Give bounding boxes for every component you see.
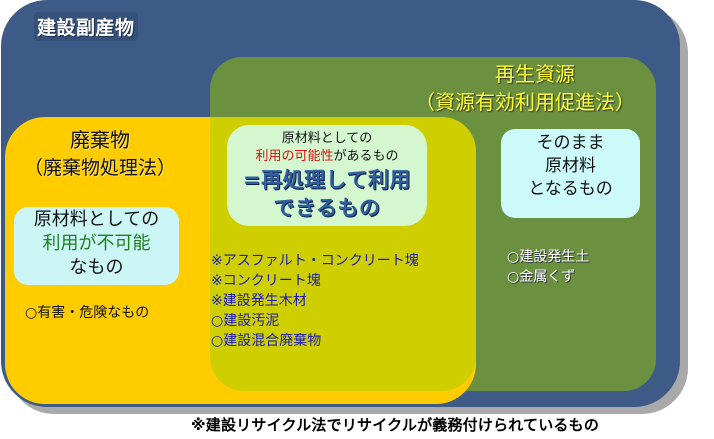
overlap-item-list: ※アスファルト・コンクリート塊 ※コンクリート塊 ※建設発生木材 ○建設汚泥 ○… [211, 251, 419, 351]
waste-label: 廃棄物 [70, 128, 130, 152]
unusable-line1: 原材料としての [33, 209, 160, 230]
list-item: ※コンクリート塊 [211, 273, 321, 289]
raw-line3: となるもの [528, 179, 613, 199]
footnote: ※建設リサイクル法でリサイクルが義務付けられているもの [191, 416, 600, 434]
direct-raw-material-box: そのまま 原材料 となるもの [501, 129, 640, 218]
reprocessable-big-line2: できるもの [273, 196, 381, 220]
list-item: ※建設発生木材 [211, 293, 307, 309]
reprocessable-big-line1: =再処理して利用 [243, 168, 411, 192]
waste-law: （廃棄物処理法） [23, 157, 176, 179]
waste-item: ○有害・危険なもの [25, 305, 150, 321]
possibility-rest: があるもの [333, 149, 399, 164]
reprocessable-line1: 原材料としての [281, 131, 373, 146]
possibility-highlight: 利用の可能性 [255, 149, 334, 164]
recycled-resources-law: （資源有効利用促進法） [415, 90, 635, 114]
reprocessable-line2: 利用の可能性があるもの [227, 148, 427, 166]
list-item: ○金属くず [507, 269, 576, 285]
unusable-as-raw-material-box: 原材料としての 利用が不可能 なもの [14, 207, 179, 285]
list-item: ○建設汚泥 [211, 313, 280, 329]
recycled-resources-label: 再生資源 [495, 62, 575, 86]
unusable-line3: なもの [69, 257, 124, 278]
recycled-item-list: ○建設発生土 ○金属くず [507, 247, 589, 287]
construction-byproducts-title: 建設副産物 [34, 12, 138, 41]
waste-title: 廃棄物 （廃棄物処理法） [10, 126, 190, 182]
list-item: ○建設発生土 [507, 249, 590, 265]
raw-line1: そのまま [536, 133, 605, 153]
reprocessable-box: 原材料としての 利用の可能性があるもの =再処理して利用 できるもの [227, 125, 427, 226]
unusable-line2: 利用が不可能 [42, 233, 151, 254]
list-item: ○建設混合廃棄物 [211, 333, 322, 349]
raw-line2: 原材料 [545, 156, 596, 176]
list-item: ※アスファルト・コンクリート塊 [211, 253, 419, 269]
recycled-resources-title: 再生資源 （資源有効利用促進法） [400, 60, 670, 116]
